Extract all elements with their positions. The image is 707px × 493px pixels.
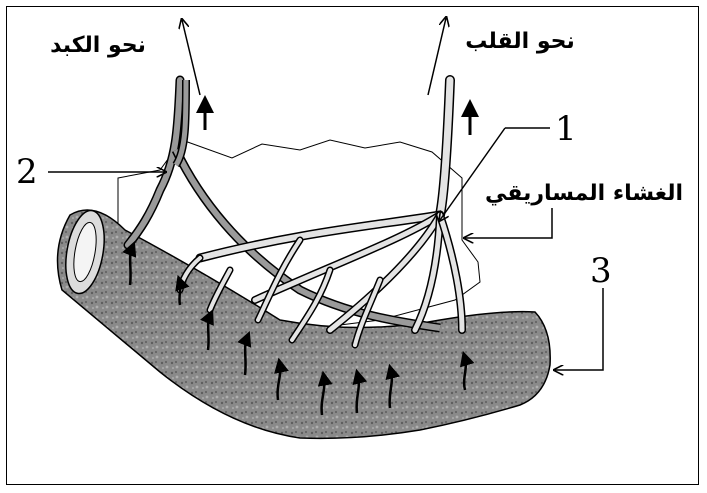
leader-mesentery [465, 208, 552, 238]
label-mesentery: الغشاء المساريقي [485, 181, 683, 206]
leader-3 [555, 288, 603, 370]
flow-arrows [205, 104, 470, 135]
label-to-heart: نحو القلب [465, 29, 574, 54]
label-to-liver: نحو الكبد [50, 33, 146, 58]
label-number-3: 3 [590, 251, 612, 291]
to-heart-arrow [428, 18, 446, 95]
label-number-2: 2 [16, 152, 38, 192]
label-number-1: 1 [555, 109, 577, 149]
